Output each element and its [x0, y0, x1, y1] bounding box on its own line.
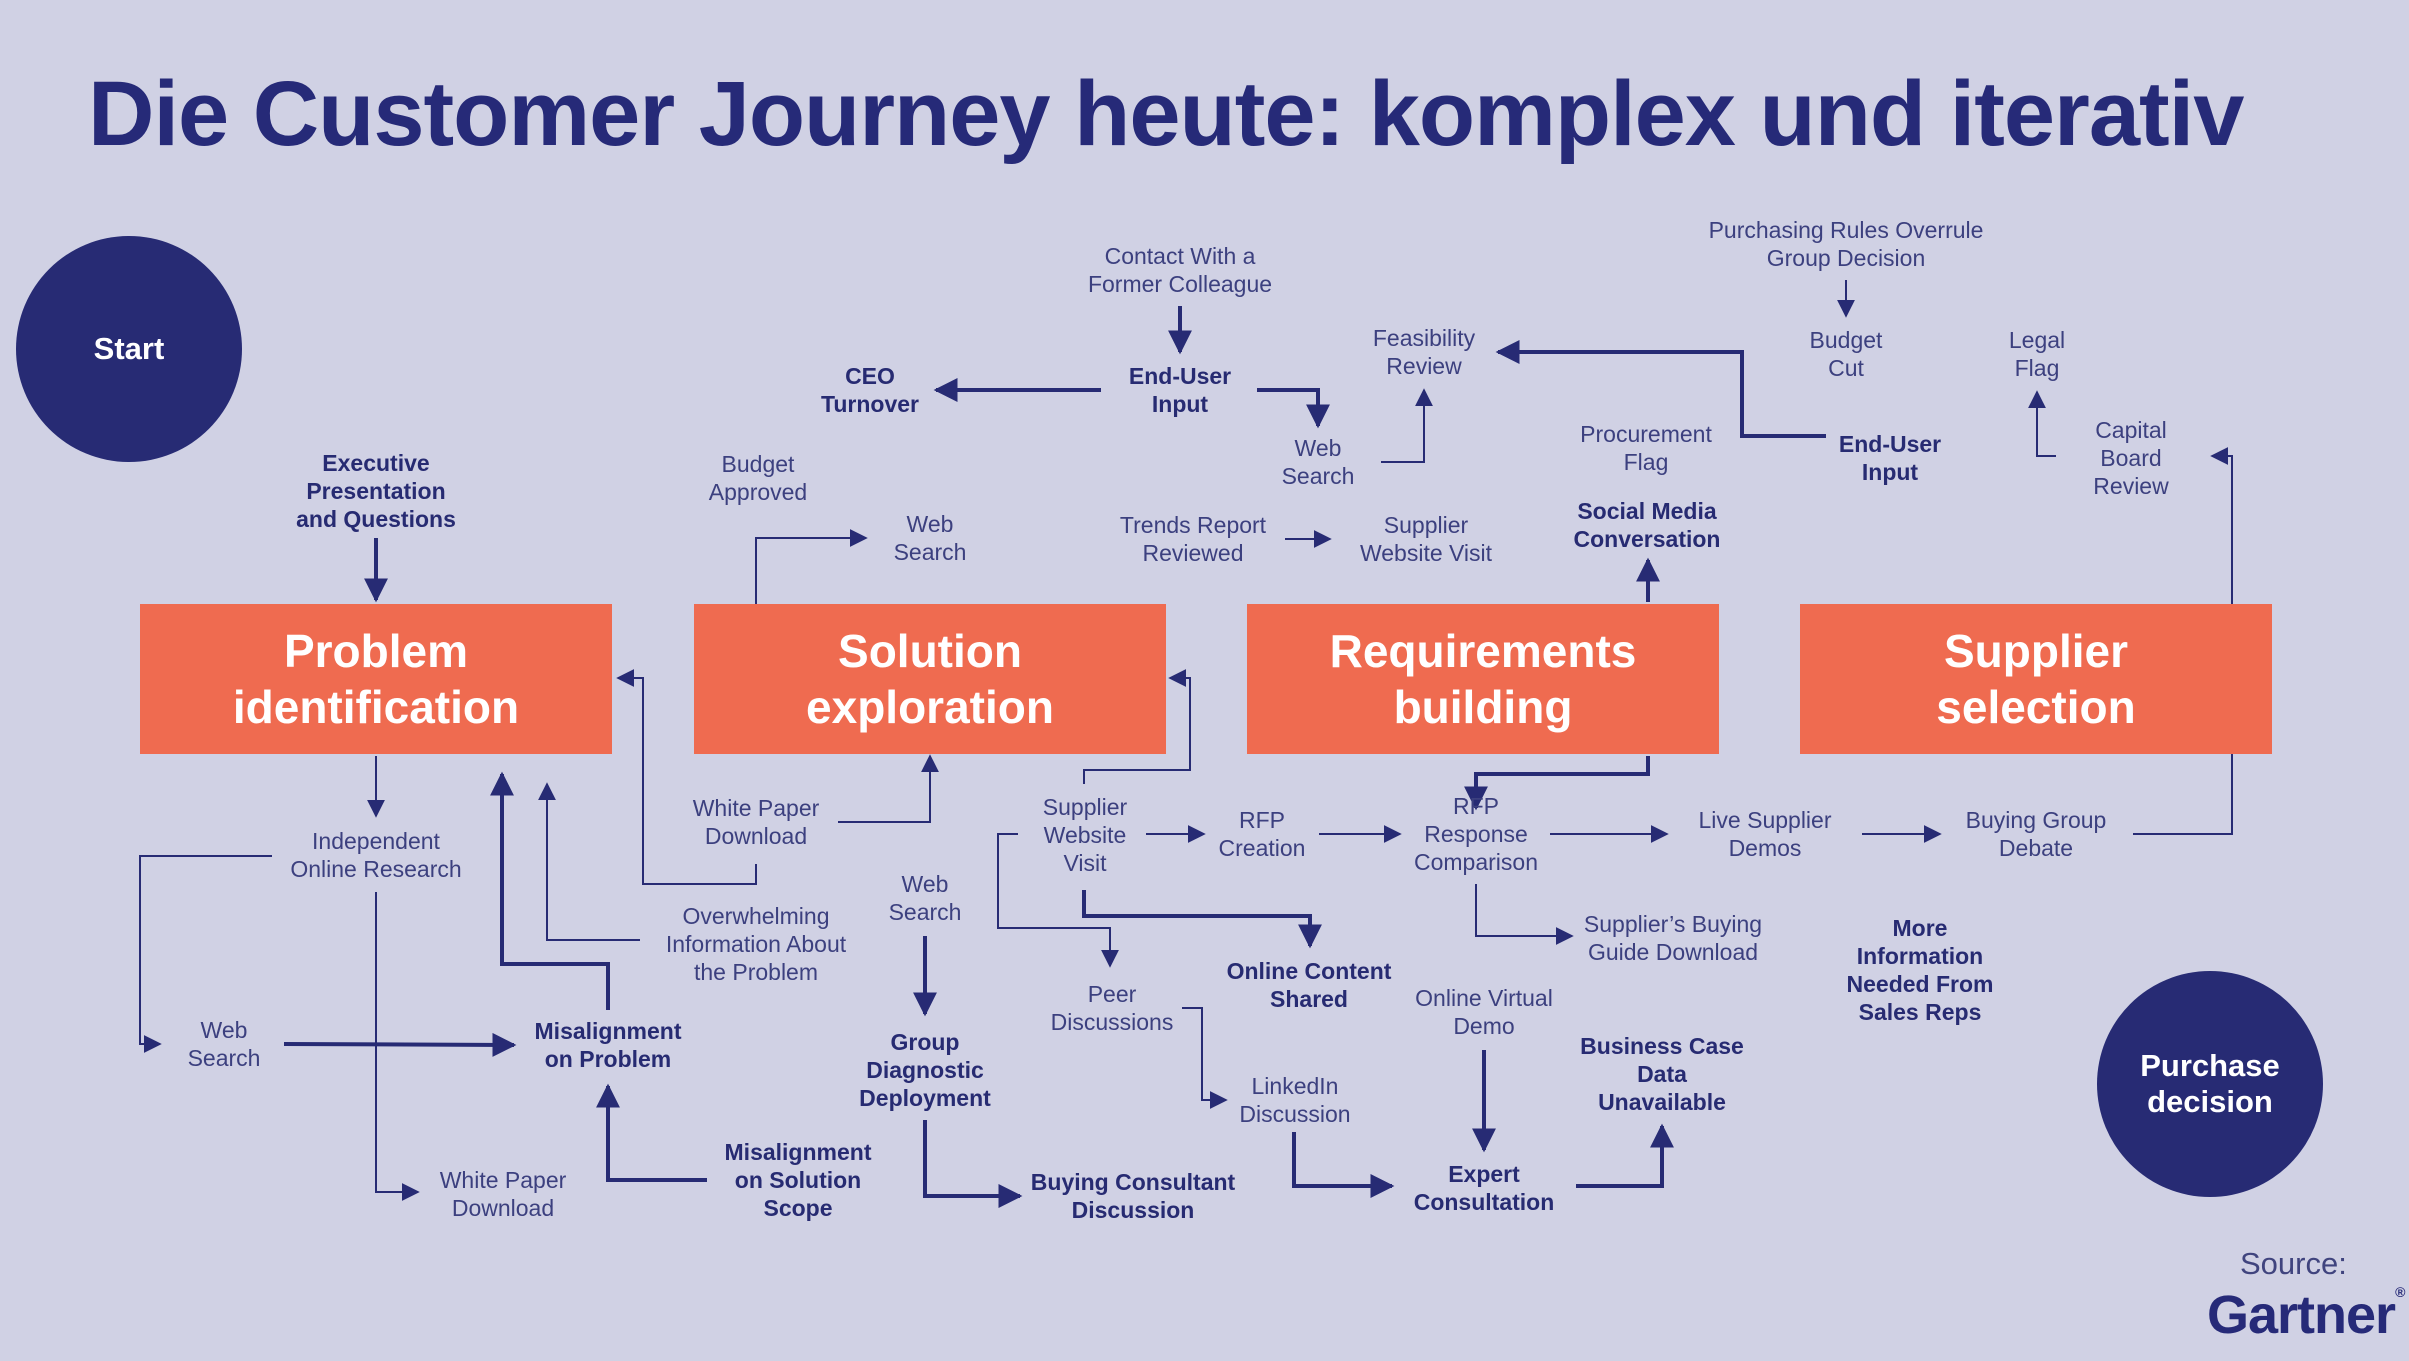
node-purchasing-rules: Purchasing Rules Overrule Group Decision [1708, 217, 1984, 271]
arrow-comparison-to-guide [1475, 884, 1574, 945]
stage-solution-exploration: Solution exploration [694, 604, 1166, 754]
node-executive-presentation: Executive Presentation and Questions [296, 450, 456, 532]
node-expert-consultation: Expert Consultation [1413, 1161, 1555, 1215]
arrow-research-to-whitepaper [375, 892, 420, 1201]
node-social-media: Social Media Conversation [1573, 498, 1721, 552]
node-white-paper-left: White Paper Download [439, 1167, 567, 1221]
arrow-group-diag-to-consultant [923, 1120, 1023, 1208]
purchase-decision-circle: Purchase decision [2097, 971, 2323, 1197]
stage-requirements-building: Requirements building [1247, 604, 1719, 754]
arrow-visit-to-online-content [1082, 890, 1322, 949]
registered-mark: ® [2395, 1284, 2405, 1300]
node-white-paper-mid: White Paper Download [692, 795, 820, 849]
arrow-whitepaper-to-solution [838, 754, 939, 823]
source-label: Source: [2240, 1246, 2347, 1281]
node-end-user-input-2: End-User Input [1838, 431, 1942, 485]
arrow-input-to-feasibility [1495, 340, 1826, 438]
stage-problem-identification: Problem identification [140, 604, 612, 754]
node-business-case: Business Case Data Unavailable [1580, 1033, 1744, 1115]
arrow-peer-to-linkedin [1182, 1007, 1228, 1109]
arrow-expert-to-business-case [1576, 1123, 1674, 1188]
node-legal-flag: Legal Flag [2008, 327, 2066, 381]
arrow-overwhelming-to-problem [538, 782, 640, 941]
arrow-visit-to-solution [1083, 669, 1191, 784]
node-linkedin: LinkedIn Discussion [1239, 1073, 1351, 1127]
node-misalignment-scope: Misalignment on Solution Scope [724, 1139, 872, 1221]
node-supplier-visit-low: Supplier Website Visit [1042, 794, 1128, 876]
brand-name: Gartner [2207, 1285, 2396, 1345]
node-supplier-visit-top: Supplier Website Visit [1359, 512, 1493, 566]
node-ceo-turnover: CEO Turnover [821, 363, 919, 417]
node-independent-research: Independent Online Research [290, 828, 462, 882]
arrow-capital-board-to-legal [2028, 390, 2056, 457]
arrow-input-to-websearch [1257, 388, 1330, 429]
node-trends-report: Trends Report Reviewed [1119, 512, 1267, 566]
node-online-content: Online Content Shared [1226, 958, 1392, 1012]
node-more-information: More Information Needed From Sales Reps [1846, 915, 1994, 1025]
arrow-whitepaper-to-problem [616, 669, 757, 885]
arrow-linkedin-to-expert [1292, 1132, 1395, 1198]
node-buying-guide: Supplier’s Buying Guide Download [1583, 911, 1763, 965]
arrow-misalignment-to-problem [490, 771, 610, 1010]
arrow-budget-to-websearch [755, 529, 868, 604]
node-end-user-input-1: End-User Input [1128, 363, 1232, 417]
arrow-websearch-to-misalignment [283, 1032, 517, 1057]
node-rfp-creation: RFP Creation [1218, 807, 1306, 861]
node-web-search-group: Web Search [888, 871, 962, 925]
node-web-search-top: Web Search [1281, 435, 1355, 489]
arrow-scope-to-misalignment [596, 1083, 707, 1182]
node-live-demos: Live Supplier Demos [1698, 807, 1832, 861]
page-title: Die Customer Journey heute: komplex und … [88, 63, 2244, 165]
start-circle: Start [16, 236, 242, 462]
node-web-search-solution: Web Search [893, 511, 967, 565]
node-peer-discussions: Peer Discussions [1050, 981, 1174, 1035]
node-buying-consultant: Buying Consultant Discussion [1030, 1169, 1236, 1223]
stage-supplier-selection: Supplier selection [1800, 604, 2272, 754]
node-feasibility-review: Feasibility Review [1372, 325, 1476, 379]
node-contact-colleague: Contact With a Former Colleague [1087, 243, 1273, 297]
node-web-search-left: Web Search [187, 1017, 261, 1071]
node-group-diagnostic: Group Diagnostic Deployment [859, 1029, 991, 1111]
node-buying-group-debate: Buying Group Debate [1965, 807, 2107, 861]
node-capital-board: Capital Board Review [2093, 417, 2169, 499]
node-budget-cut: Budget Cut [1809, 327, 1883, 381]
arrow-websearch-to-feasibility [1381, 388, 1433, 463]
node-misalignment-problem: Misalignment on Problem [534, 1018, 682, 1072]
arrow-requirements-to-comparison [1464, 756, 1650, 811]
node-rfp-response: RFP Response Comparison [1414, 793, 1538, 875]
gartner-logo: Gartner® [2207, 1284, 2405, 1346]
node-procurement-flag: Procurement Flag [1580, 421, 1712, 475]
node-budget-approved: Budget Approved [708, 451, 808, 505]
arrow-research-to-websearch [139, 855, 272, 1053]
node-online-demo: Online Virtual Demo [1415, 985, 1553, 1039]
node-overwhelming-info: Overwhelming Information About the Probl… [665, 903, 847, 985]
arrow-visit-to-peer [997, 833, 1119, 968]
